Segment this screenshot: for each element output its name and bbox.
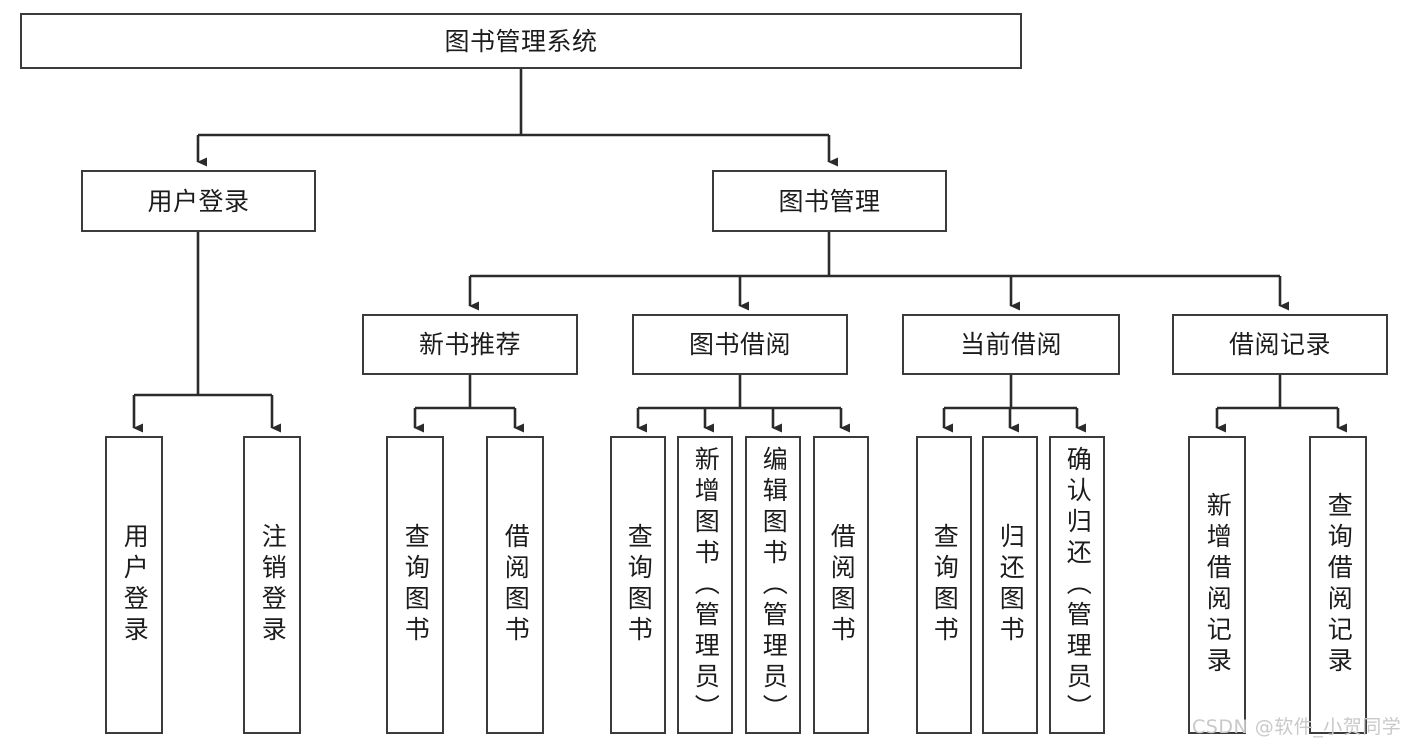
leaf-node-query-book-current[interactable]: 查询图书	[916, 436, 972, 734]
node-new-book-recommendation[interactable]: 新书推荐	[362, 314, 578, 375]
leaf-label: 查询借阅记录	[1324, 492, 1354, 678]
leaf-label: 确认归还（管理员）	[1063, 445, 1093, 725]
leaf-label: 归还图书	[996, 523, 1026, 647]
leaf-node-borrow-book[interactable]: 借阅图书	[813, 436, 869, 734]
leaf-node-query-book-borrow[interactable]: 查询图书	[610, 436, 666, 734]
leaf-label: 注销登录	[258, 523, 288, 647]
node-book-borrow[interactable]: 图书借阅	[632, 314, 848, 375]
node-label: 当前借阅	[959, 330, 1062, 359]
node-label: 新书推荐	[418, 330, 521, 359]
leaf-label: 借阅图书	[827, 523, 857, 647]
leaf-label: 用户登录	[120, 523, 150, 647]
leaf-node-query-book-rec[interactable]: 查询图书	[386, 436, 444, 734]
leaf-label: 查询图书	[401, 523, 431, 647]
node-label: 借阅记录	[1228, 330, 1331, 359]
node-user-login[interactable]: 用户登录	[81, 170, 316, 232]
leaf-node-borrow-book-rec[interactable]: 借阅图书	[486, 436, 544, 734]
leaf-node-return-book[interactable]: 归还图书	[982, 436, 1038, 734]
leaf-label: 借阅图书	[501, 523, 531, 647]
leaf-label: 查询图书	[624, 523, 654, 647]
node-current-borrow[interactable]: 当前借阅	[902, 314, 1120, 375]
csdn-watermark: CSDN @软件_小贺同学	[1192, 716, 1402, 738]
leaf-node-add-book-admin[interactable]: 新增图书（管理员）	[677, 436, 733, 734]
leaf-node-confirm-return-admin[interactable]: 确认归还（管理员）	[1049, 436, 1105, 734]
node-root-label: 图书管理系统	[444, 26, 598, 56]
leaf-node-edit-book-admin[interactable]: 编辑图书（管理员）	[745, 436, 801, 734]
node-label: 用户登录	[147, 186, 250, 216]
leaf-node-query-borrow-record[interactable]: 查询借阅记录	[1309, 436, 1367, 734]
leaf-node-add-borrow-record[interactable]: 新增借阅记录	[1188, 436, 1246, 734]
node-borrow-record[interactable]: 借阅记录	[1172, 314, 1388, 375]
leaf-label: 新增借阅记录	[1203, 492, 1233, 678]
node-label: 图书借阅	[688, 330, 791, 359]
node-root[interactable]: 图书管理系统	[20, 13, 1022, 69]
leaf-node-user-login[interactable]: 用户登录	[105, 436, 163, 734]
leaf-node-logout[interactable]: 注销登录	[243, 436, 301, 734]
node-label: 图书管理	[778, 186, 881, 216]
node-book-management[interactable]: 图书管理	[712, 170, 947, 232]
leaf-label: 新增图书（管理员）	[691, 445, 721, 725]
leaf-label: 编辑图书（管理员）	[759, 445, 789, 725]
leaf-label: 查询图书	[930, 523, 960, 647]
